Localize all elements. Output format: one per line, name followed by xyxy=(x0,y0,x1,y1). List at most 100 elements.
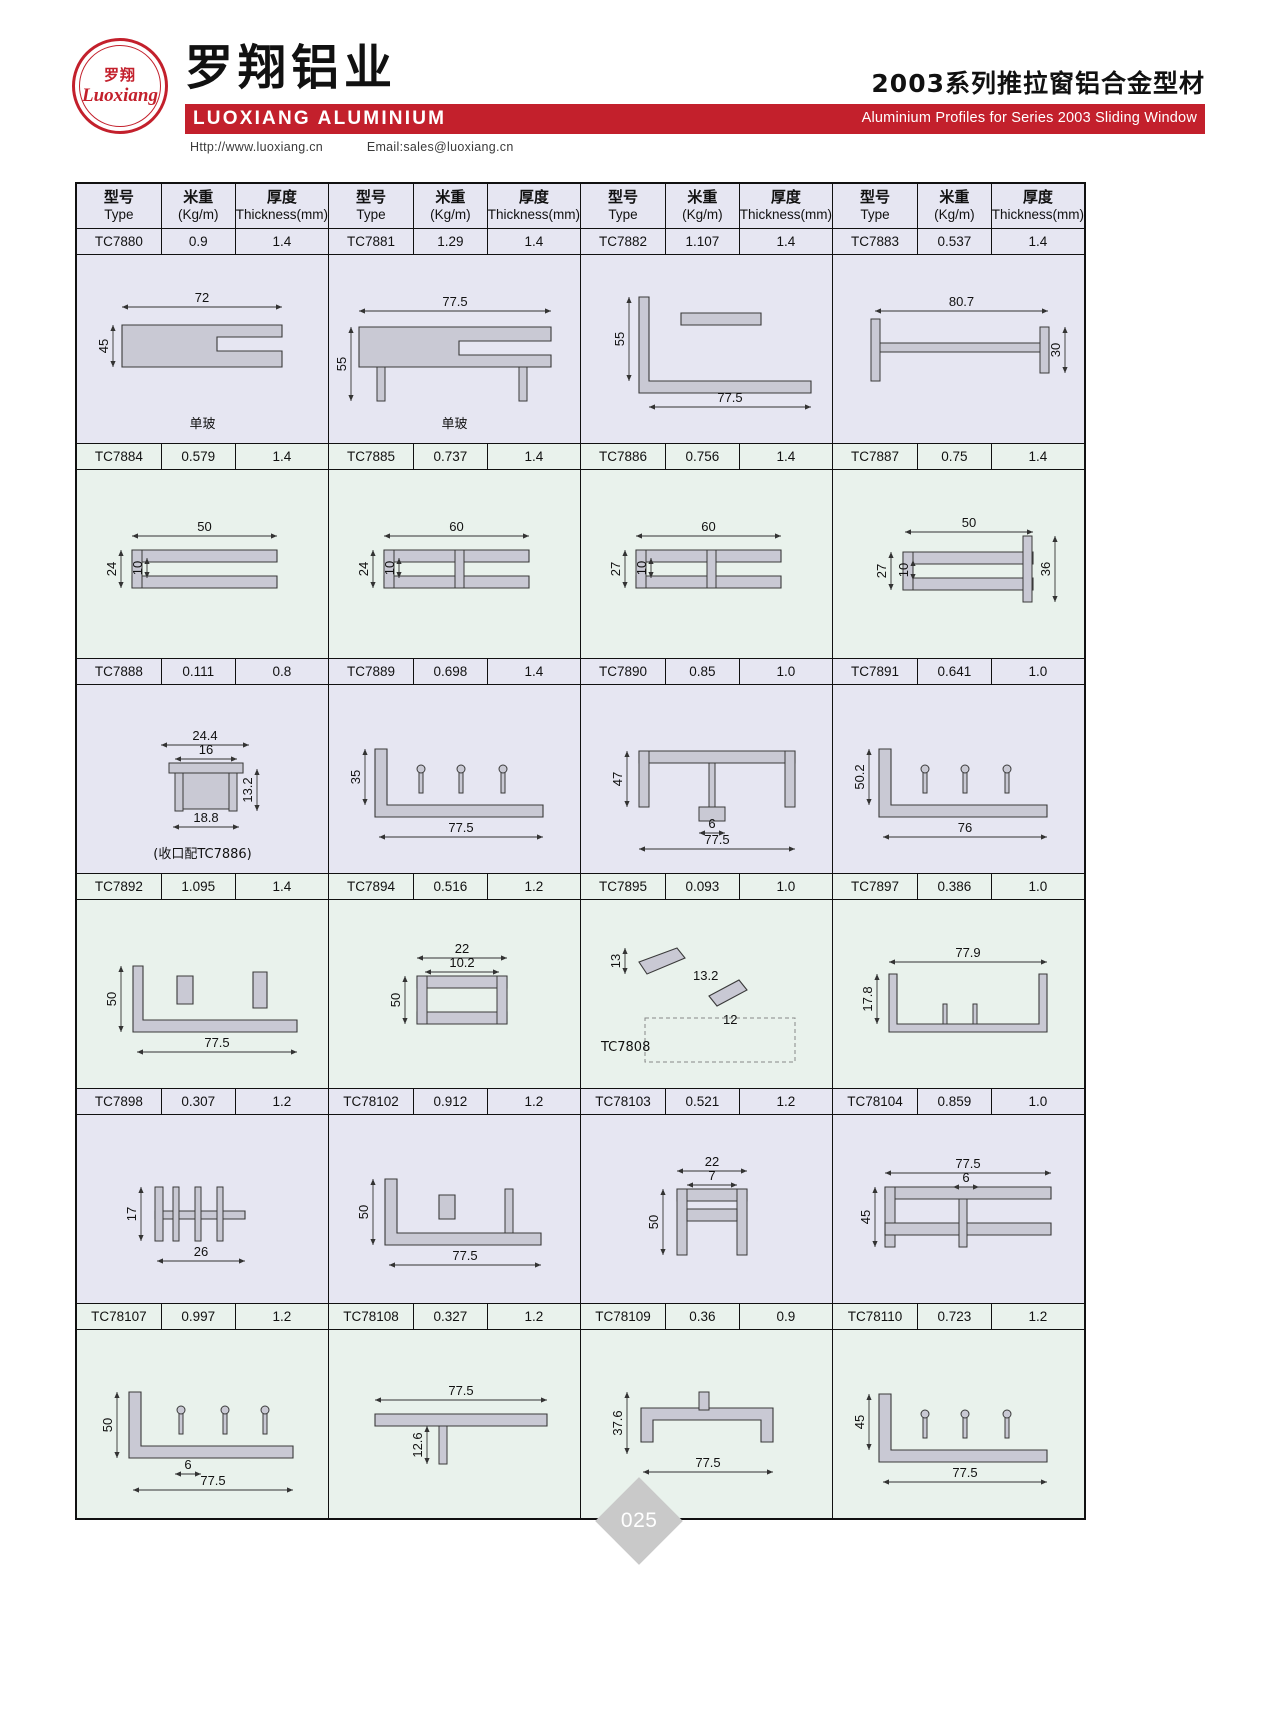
svg-text:50: 50 xyxy=(197,519,211,534)
cell-thickness: 1.2 xyxy=(990,1302,1086,1330)
cell-thickness: 1.4 xyxy=(738,227,834,255)
cell-weight: 0.698 xyxy=(413,657,488,685)
cell-weight: 0.537 xyxy=(917,227,992,255)
cell-type: TC7886 xyxy=(580,442,666,470)
cell-weight: 0.386 xyxy=(917,872,992,900)
logo-english-text: Luoxiang xyxy=(81,84,159,106)
svg-text:50: 50 xyxy=(646,1215,661,1229)
cell-weight: 0.36 xyxy=(665,1302,740,1330)
svg-text:77.5: 77.5 xyxy=(704,832,729,847)
cell-weight: 0.521 xyxy=(665,1087,740,1115)
page-footer: 025 xyxy=(0,1477,1277,1565)
svg-text:45: 45 xyxy=(852,1415,867,1429)
profile-drawing: 55 77.5 xyxy=(581,255,832,443)
logo-chinese-text: 罗翔 xyxy=(103,65,136,84)
profile-svg: 77.512.6 xyxy=(374,1383,548,1465)
brand-name-chinese: 罗翔铝业 xyxy=(185,40,398,96)
svg-text:77.5: 77.5 xyxy=(448,1383,473,1398)
cell-thickness: 1.2 xyxy=(234,1302,330,1330)
svg-text:77.5: 77.5 xyxy=(717,390,742,405)
cell-thickness: 1.2 xyxy=(486,872,582,900)
cell-type: TC78110 xyxy=(832,1302,918,1330)
profile-svg: 77.555 xyxy=(334,294,552,402)
brand-name-english: LUOXIANG ALUMINIUM xyxy=(193,108,447,129)
svg-text:17: 17 xyxy=(124,1207,139,1221)
svg-text:77.5: 77.5 xyxy=(695,1455,720,1470)
svg-text:76: 76 xyxy=(958,820,972,835)
column-header-weight: 米重(Kg/m) xyxy=(160,182,236,229)
profile-svg: 50.276 xyxy=(852,748,1048,840)
svg-text:22: 22 xyxy=(455,941,469,956)
cell-type: TC7881 xyxy=(328,227,414,255)
cell-thickness: 1.2 xyxy=(486,1302,582,1330)
cell-weight: 0.9 xyxy=(160,227,236,255)
svg-text:13.2: 13.2 xyxy=(240,777,255,802)
svg-text:55: 55 xyxy=(612,332,627,346)
cell-thickness: 1.4 xyxy=(738,442,834,470)
cell-thickness: 1.0 xyxy=(990,1087,1086,1115)
cell-type: TC78103 xyxy=(580,1087,666,1115)
svg-text:50: 50 xyxy=(356,1205,371,1219)
svg-text:27: 27 xyxy=(608,562,623,576)
cell-weight: 0.85 xyxy=(665,657,740,685)
svg-text:60: 60 xyxy=(449,519,463,534)
cell-type: TC7880 xyxy=(75,227,162,255)
cell-type: TC7883 xyxy=(832,227,918,255)
cell-weight: 0.111 xyxy=(160,657,236,685)
svg-text:77.9: 77.9 xyxy=(955,945,980,960)
column-header-weight: 米重(Kg/m) xyxy=(413,182,488,229)
cell-type: TC7895 xyxy=(580,872,666,900)
svg-text:45: 45 xyxy=(96,339,111,353)
svg-text:24: 24 xyxy=(104,562,119,576)
svg-text:77.5: 77.5 xyxy=(200,1473,225,1488)
page-number-badge: 025 xyxy=(594,1477,683,1565)
cell-type: TC78107 xyxy=(75,1302,162,1330)
cell-weight: 0.75 xyxy=(917,442,992,470)
cell-weight: 0.723 xyxy=(917,1302,992,1330)
svg-text:13.2: 13.2 xyxy=(693,968,718,983)
svg-text:10.2: 10.2 xyxy=(449,955,474,970)
page-number: 025 xyxy=(620,1508,657,1532)
cell-type: TC7885 xyxy=(328,442,414,470)
svg-text:22: 22 xyxy=(705,1154,719,1169)
cell-type: TC78108 xyxy=(328,1302,414,1330)
brand-red-bar xyxy=(185,104,1205,134)
profile-svg: 55 77.5 xyxy=(612,296,812,410)
cell-weight: 0.912 xyxy=(413,1087,488,1115)
website-text: Http://www.luoxiang.cn xyxy=(190,140,324,154)
cell-thickness: 1.4 xyxy=(486,227,582,255)
figure-caption: (收口配TC7886) xyxy=(153,846,252,862)
svg-text:35: 35 xyxy=(348,770,363,784)
svg-text:77.5: 77.5 xyxy=(442,294,467,309)
